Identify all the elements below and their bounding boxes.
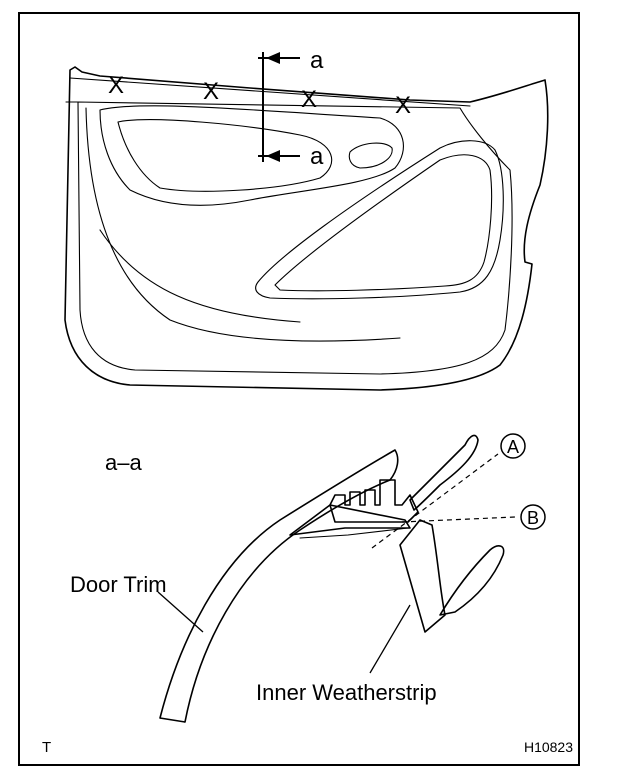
door-trim-label-group: Door Trim	[70, 572, 204, 633]
section-title: a–a	[105, 450, 142, 475]
callout-b-label: B	[527, 508, 539, 528]
corner-mark: T	[42, 739, 51, 756]
section-marker-top: a	[310, 47, 324, 74]
door-trim-panel	[64, 66, 549, 391]
callout-b: B	[520, 504, 546, 530]
clip-marks: X X X X	[108, 72, 411, 119]
clip-mark: X	[108, 72, 124, 99]
figure-id: H10823	[524, 739, 573, 755]
section-marker-bottom: a	[310, 143, 324, 170]
reference-lines	[371, 453, 516, 549]
callout-a-label: A	[507, 437, 519, 457]
inner-weatherstrip-label: Inner Weatherstrip	[256, 680, 437, 705]
inner-weatherstrip-section	[329, 434, 505, 633]
inner-weatherstrip-label-group: Inner Weatherstrip	[256, 604, 437, 705]
callout-a: A	[500, 433, 526, 459]
diagram-frame	[18, 12, 580, 766]
door-trim-section	[159, 449, 411, 723]
door-trim-label: Door Trim	[70, 572, 167, 597]
section-line: a a	[258, 47, 324, 170]
clip-mark: X	[203, 78, 219, 105]
clip-mark: X	[301, 86, 317, 113]
clip-mark: X	[395, 92, 411, 119]
